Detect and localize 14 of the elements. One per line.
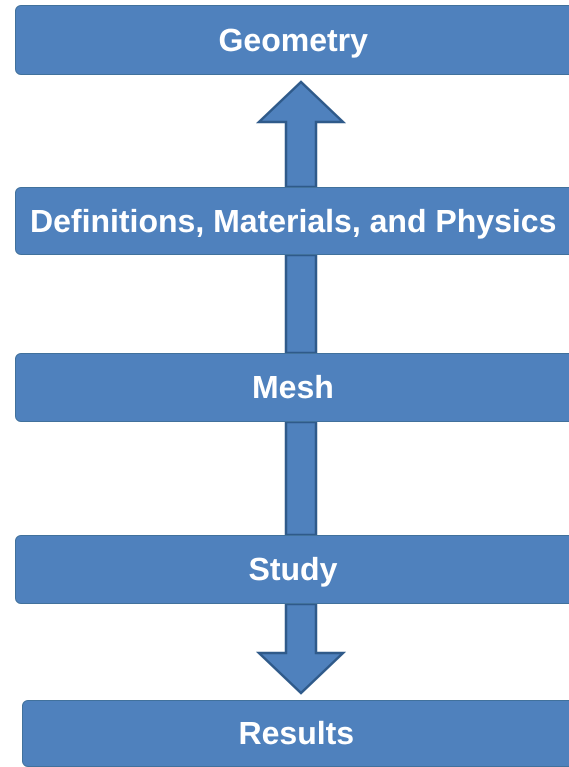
process-box xyxy=(15,187,569,255)
process-box xyxy=(22,700,569,767)
process-box xyxy=(15,5,569,75)
box-label: Mesh xyxy=(252,369,334,406)
process-box xyxy=(15,535,569,604)
block-arrow xyxy=(256,602,346,695)
box-label: Results xyxy=(238,715,354,752)
connector-bar xyxy=(284,420,318,536)
box-label: Definitions, Materials, and Physics xyxy=(30,202,556,240)
box-label: Study xyxy=(248,551,338,588)
box-label: Geometry xyxy=(218,22,368,58)
process-box xyxy=(15,353,569,422)
connector-bar xyxy=(284,254,318,354)
block-arrow xyxy=(256,80,346,188)
